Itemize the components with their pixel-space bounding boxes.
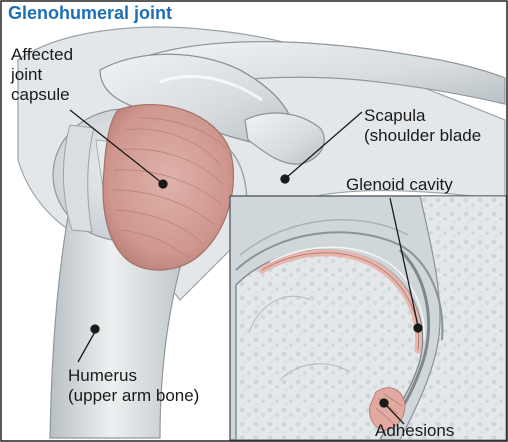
label-line: Scapula [364, 106, 481, 126]
label-line: joint [11, 65, 73, 85]
figure-title: Glenohumeral joint [8, 3, 172, 24]
label-affected-joint-capsule: Affected joint capsule [11, 45, 73, 105]
label-line: (upper arm bone) [68, 386, 199, 406]
label-line: (shoulder blade [364, 126, 481, 146]
label-adhesions: Adhesions [375, 421, 454, 441]
label-humerus: Humerus (upper arm bone) [68, 366, 199, 406]
label-line: Humerus [68, 366, 199, 386]
label-line: capsule [11, 85, 73, 105]
label-line: Affected [11, 45, 73, 65]
glenoid-inset [230, 196, 506, 440]
label-scapula: Scapula (shoulder blade [364, 106, 481, 146]
label-glenoid-cavity: Glenoid cavity [346, 175, 453, 195]
